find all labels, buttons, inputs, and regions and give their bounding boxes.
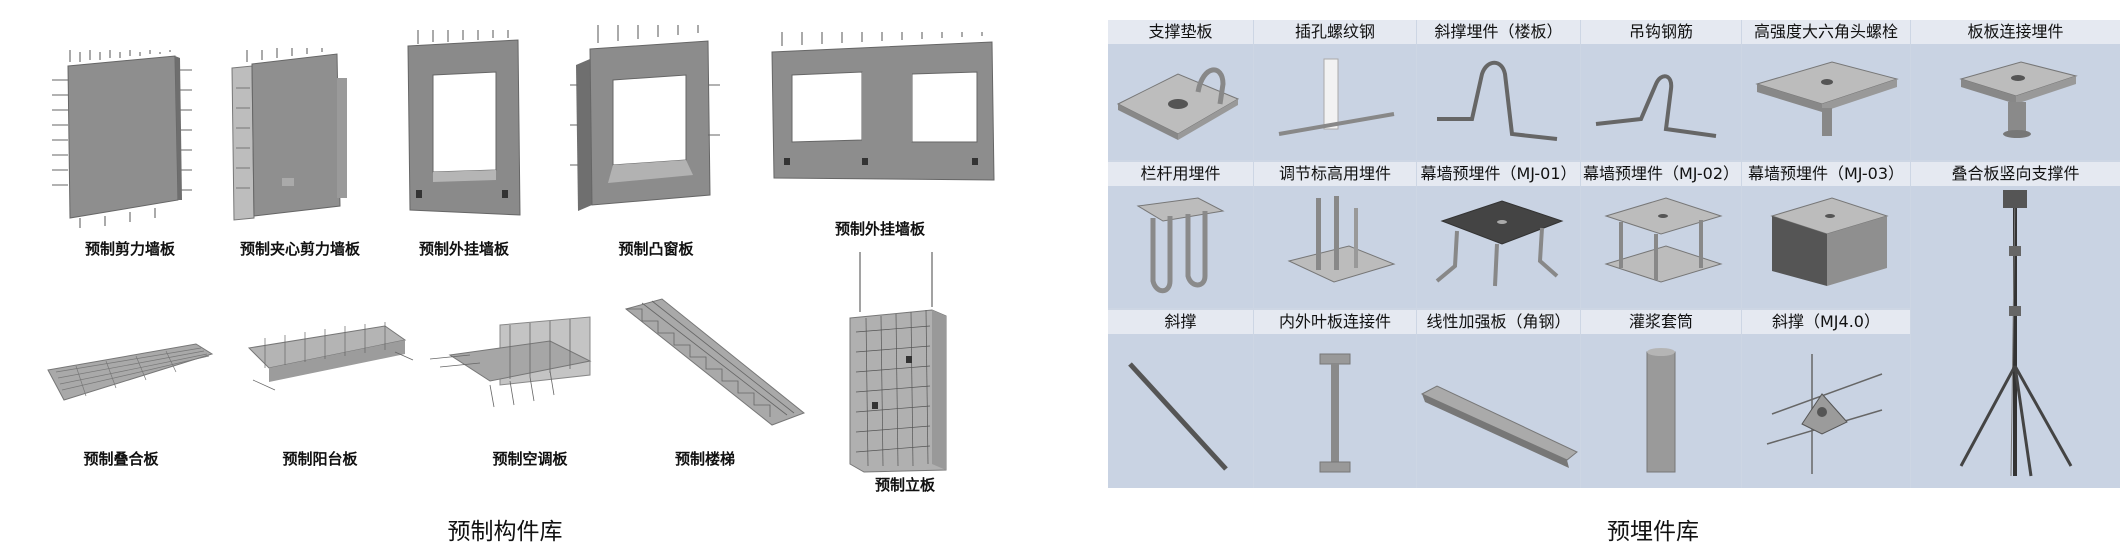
part-lifting-hook-label: 吊钩钢筋 — [1581, 20, 1741, 44]
part-support-pad: 支撑垫板 — [1108, 20, 1253, 160]
part-diagonal-brace-mj40-label: 斜撑（MJ4.0） — [1742, 310, 1910, 334]
curtain-wall-mj02-icon — [1604, 197, 1723, 283]
slab-connection-icon — [1959, 61, 2078, 138]
leaf-connector-icon — [1319, 353, 1351, 473]
part-support-pad-label: 支撑垫板 — [1108, 20, 1253, 44]
external-hanging-wall-image — [398, 30, 528, 220]
part-diagonal-brace-mj40: 斜撑（MJ4.0） — [1742, 310, 1910, 488]
sandwich-shear-wall-label: 预制夹心剪力墙板 — [239, 240, 361, 258]
part-railing-embed-label: 栏杆用埋件 — [1108, 162, 1253, 186]
embedded-parts-caption: 预埋件库 — [1607, 519, 1699, 545]
part-curtain-wall-mj01: 幕墙预埋件（MJ-01） — [1417, 162, 1580, 308]
external-hanging-wall-label: 预制外挂墙板 — [418, 240, 510, 258]
balcony-slab-label: 预制阳台板 — [282, 450, 358, 468]
shear-wall-panel-image — [50, 50, 200, 230]
part-lifting-hook: 吊钩钢筋 — [1581, 20, 1741, 160]
external-hanging-wall-wide-image — [762, 30, 1012, 190]
part-curtain-wall-mj02: 幕墙预埋件（MJ-02） — [1581, 162, 1741, 308]
hex-bolt-icon — [1755, 61, 1899, 136]
embedded-parts-grid: 支撑垫板 插孔螺纹钢 斜撑埋件（楼板） 吊钩钢筋 — [1108, 20, 2120, 488]
part-angle-steel-label: 线性加强板（角钢） — [1417, 310, 1580, 334]
embedded-parts-panel: 支撑垫板 插孔螺纹钢 斜撑埋件（楼板） 吊钩钢筋 — [1108, 20, 2122, 545]
component-library-panel: 预制剪力墙板 预制夹心剪力墙板 预制外挂墙板 预制凸窗板 — [0, 0, 1060, 545]
threaded-rebar-icon — [1278, 58, 1395, 136]
part-diagonal-brace-label: 斜撑 — [1108, 310, 1253, 334]
level-adjust-embed-icon — [1287, 196, 1396, 283]
part-level-adjust-embed-label: 调节标高用埋件 — [1254, 162, 1416, 186]
part-grout-sleeve: 灌浆套筒 — [1581, 310, 1741, 488]
diagonal-brace-mj40-icon — [1766, 354, 1883, 474]
part-vertical-support-label: 叠合板竖向支撑件 — [1911, 162, 2120, 186]
part-curtain-wall-mj03: 幕墙预埋件（MJ-03） — [1742, 162, 1910, 308]
part-slab-connection-label: 板板连接埋件 — [1911, 20, 2120, 44]
sandwich-shear-wall-image — [222, 48, 362, 228]
part-leaf-connector-label: 内外叶板连接件 — [1254, 310, 1416, 334]
part-curtain-wall-mj03-label: 幕墙预埋件（MJ-03） — [1742, 162, 1910, 186]
lifting-hook-icon — [1595, 74, 1717, 138]
external-hanging-wall-wide-label: 预制外挂墙板 — [834, 220, 926, 238]
curtain-wall-mj03-icon — [1770, 197, 1889, 286]
part-slab-connection: 板板连接埋件 — [1911, 20, 2120, 160]
component-library-caption: 预制构件库 — [447, 519, 563, 545]
part-hex-bolt-label: 高强度大六角头螺栓 — [1742, 20, 1910, 44]
part-threaded-rebar-label: 插孔螺纹钢 — [1254, 20, 1416, 44]
part-diagonal-brace-embed-label: 斜撑埋件（楼板） — [1417, 20, 1580, 44]
diagonal-brace-icon — [1128, 362, 1228, 471]
support-pad-icon — [1116, 67, 1240, 140]
part-angle-steel: 线性加强板（角钢） — [1417, 310, 1580, 488]
vertical-support-icon — [1959, 190, 2073, 477]
composite-slab-label: 预制叠合板 — [83, 450, 159, 468]
vertical-panel-label: 预制立板 — [874, 476, 936, 494]
part-grout-sleeve-label: 灌浆套筒 — [1581, 310, 1741, 334]
angle-steel-icon — [1420, 385, 1578, 468]
diagonal-brace-embed-icon — [1437, 60, 1558, 141]
staircase-image — [622, 295, 807, 435]
part-vertical-support: 叠合板竖向支撑件 — [1911, 162, 2120, 488]
part-diagonal-brace-embed: 斜撑埋件（楼板） — [1417, 20, 1580, 160]
part-railing-embed: 栏杆用埋件 — [1108, 162, 1253, 308]
part-diagonal-brace: 斜撑 — [1108, 310, 1253, 488]
ac-slab-label: 预制空调板 — [492, 450, 568, 468]
balcony-slab-image — [245, 318, 415, 398]
vertical-panel-image — [846, 252, 956, 474]
bay-window-panel-label: 预制凸窗板 — [618, 240, 694, 258]
shear-wall-panel-label: 预制剪力墙板 — [84, 240, 176, 258]
part-threaded-rebar: 插孔螺纹钢 — [1254, 20, 1416, 160]
composite-slab-image — [46, 340, 216, 410]
part-curtain-wall-mj02-label: 幕墙预埋件（MJ-02） — [1581, 162, 1741, 186]
railing-embed-icon — [1136, 197, 1225, 294]
ac-slab-image — [430, 315, 600, 415]
grout-sleeve-icon — [1646, 348, 1676, 473]
bay-window-panel-image — [568, 25, 728, 220]
part-leaf-connector: 内外叶板连接件 — [1254, 310, 1416, 488]
part-level-adjust-embed: 调节标高用埋件 — [1254, 162, 1416, 308]
part-curtain-wall-mj01-label: 幕墙预埋件（MJ-01） — [1417, 162, 1580, 186]
part-hex-bolt: 高强度大六角头螺栓 — [1742, 20, 1910, 160]
staircase-label: 预制楼梯 — [674, 450, 736, 468]
curtain-wall-mj01-icon — [1435, 200, 1564, 287]
